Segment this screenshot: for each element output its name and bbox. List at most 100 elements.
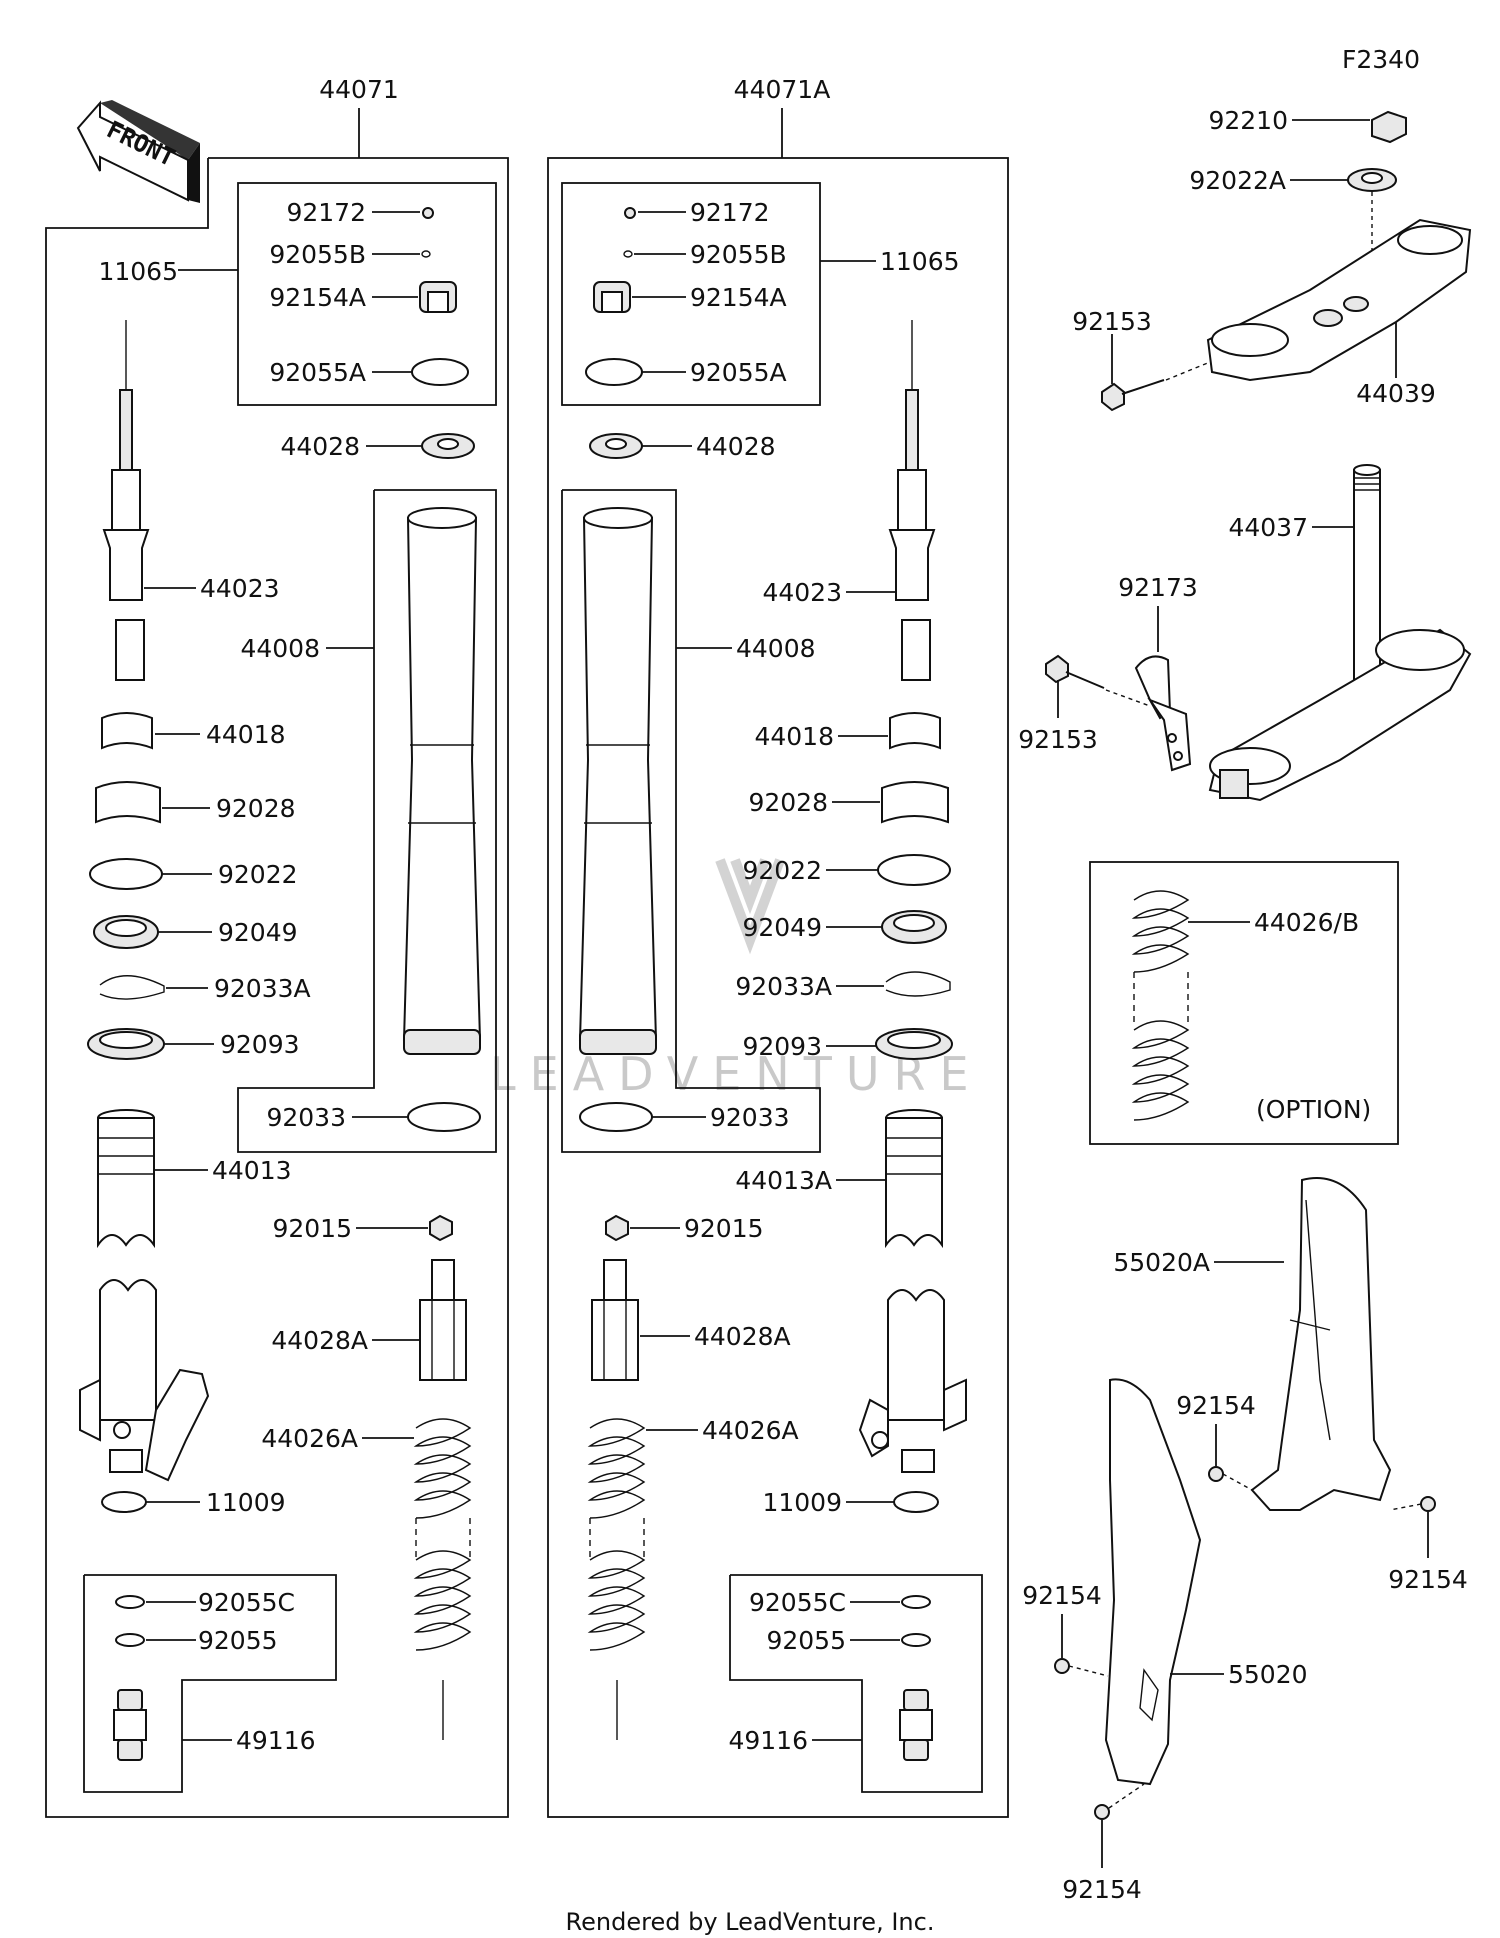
part-label: 92015 (272, 1214, 352, 1243)
part-label: 44028 (280, 432, 360, 461)
part-label: 92049 (742, 913, 822, 942)
fork-guards: 55020A 55020 92154 92154 92154 921 (1022, 1177, 1468, 1904)
outer-tube-icon (578, 507, 658, 1055)
part-label: 92154 (1022, 1581, 1102, 1610)
spring-guide-icon (419, 1259, 467, 1381)
part-label: 55020A (1113, 1248, 1210, 1277)
lower-triple-clamp-icon (1208, 628, 1472, 802)
inner-tube-icon (885, 1109, 943, 1249)
part-label: 44018 (206, 720, 286, 749)
inner-tube-icon (97, 1109, 155, 1249)
part-label: 92173 (1118, 573, 1198, 602)
part-label: 92055C (749, 1588, 846, 1617)
screw-icon (1094, 1783, 1145, 1820)
part-label: 49116 (728, 1726, 808, 1755)
fork-guard-left-icon (1250, 1177, 1392, 1511)
part-label: 44008 (240, 634, 320, 663)
part-label: 92154 (1388, 1565, 1468, 1594)
part-label: 92028 (216, 794, 296, 823)
valve-icon (899, 1689, 933, 1761)
part-label: 92154A (269, 283, 366, 312)
spring-icon (587, 1418, 646, 1740)
part-label: 92055 (766, 1626, 846, 1655)
part-label: 44028 (696, 432, 776, 461)
part-label: 92153 (1072, 307, 1152, 336)
fork-cap-icon (593, 281, 631, 313)
front-arrow-icon: FRONT (76, 100, 200, 203)
damper-rod-icon (102, 320, 150, 681)
axle-bracket-icon (79, 1279, 210, 1482)
part-label: 92055C (198, 1588, 295, 1617)
part-label: 92015 (684, 1214, 764, 1243)
part-label: 92022 (218, 860, 298, 889)
part-label: 92172 (690, 198, 770, 227)
part-label: 92172 (286, 198, 366, 227)
axle-bracket-icon (858, 1289, 967, 1473)
part-label: 92154A (690, 283, 787, 312)
screw-icon (1389, 1496, 1436, 1512)
part-label: 44037 (1228, 513, 1308, 542)
part-label: 44028A (271, 1326, 368, 1355)
bolt-icon (1045, 654, 1105, 689)
spring-icon (413, 1418, 472, 1740)
part-label: 92033 (710, 1103, 790, 1132)
spring-icon (1131, 890, 1190, 1121)
part-label: 44028A (694, 1322, 791, 1351)
part-label: 92033A (735, 972, 832, 1001)
part-label: 44023 (762, 578, 842, 607)
triple-clamp-assembly: 92210 92022A 44039 92153 (1018, 106, 1472, 802)
left-fork-assembly: 44071 11065 92172 92055B 92154A 92055A 4… (45, 75, 509, 1818)
fork-guard-right-icon (1104, 1378, 1202, 1786)
watermark-logo (715, 858, 785, 955)
part-label: 44023 (200, 574, 280, 603)
upper-triple-clamp-icon (1206, 218, 1472, 382)
part-label: 92022A (1189, 166, 1286, 195)
right-assembly-label: 44071A (734, 75, 831, 104)
part-label: 44013A (735, 1166, 832, 1195)
part-label: 92055 (198, 1626, 278, 1655)
fork-cap-icon (419, 281, 457, 313)
part-label: 92055B (269, 240, 366, 269)
outer-tube-icon (402, 507, 482, 1055)
right-fork-assembly: 44071A 11065 92172 92055B 92154A 92055A … (547, 75, 1009, 1818)
part-label: 92055A (690, 358, 787, 387)
right-cap-group-label: 11065 (880, 247, 960, 276)
left-cap-group-label: 11065 (98, 257, 178, 286)
part-label: 92154 (1176, 1391, 1256, 1420)
part-label: 92093 (742, 1032, 822, 1061)
part-label: 92154 (1062, 1875, 1142, 1904)
part-label: 11009 (762, 1488, 842, 1517)
part-label: 49116 (236, 1726, 316, 1755)
part-label: 44013 (212, 1156, 292, 1185)
part-label: 92210 (1208, 106, 1288, 135)
part-label: 92153 (1018, 725, 1098, 754)
part-label: 55020 (1228, 1660, 1308, 1689)
spring-guide-icon (591, 1259, 639, 1381)
screw-icon (1208, 1466, 1253, 1491)
screw-icon (1054, 1658, 1109, 1677)
option-part-label: 44026/B (1254, 908, 1359, 937)
part-label: 92033A (214, 974, 311, 1003)
valve-icon (113, 1689, 147, 1761)
option-note: (OPTION) (1256, 1095, 1371, 1124)
part-label: 92055B (690, 240, 787, 269)
option-spring-box: 44026/B (OPTION) (1089, 861, 1399, 1145)
footer-credit: Rendered by LeadVenture, Inc. (566, 1908, 935, 1936)
bolt-icon (1101, 379, 1165, 412)
part-label: 44008 (736, 634, 816, 663)
part-label: 92028 (748, 788, 828, 817)
left-assembly-label: 44071 (319, 75, 399, 104)
part-label: 92033 (266, 1103, 346, 1132)
part-label: 92055A (269, 358, 366, 387)
part-label: 44039 (1356, 379, 1436, 408)
part-label: 44026A (261, 1424, 358, 1453)
part-label: 92049 (218, 918, 298, 947)
part-label: 44018 (754, 722, 834, 751)
figure-code: F2340 (1342, 45, 1420, 74)
part-label: 11009 (206, 1488, 286, 1517)
part-label: 92022 (742, 856, 822, 885)
bracket-icon (1134, 655, 1192, 772)
part-label: 92093 (220, 1030, 300, 1059)
part-label: 44026A (702, 1416, 799, 1445)
